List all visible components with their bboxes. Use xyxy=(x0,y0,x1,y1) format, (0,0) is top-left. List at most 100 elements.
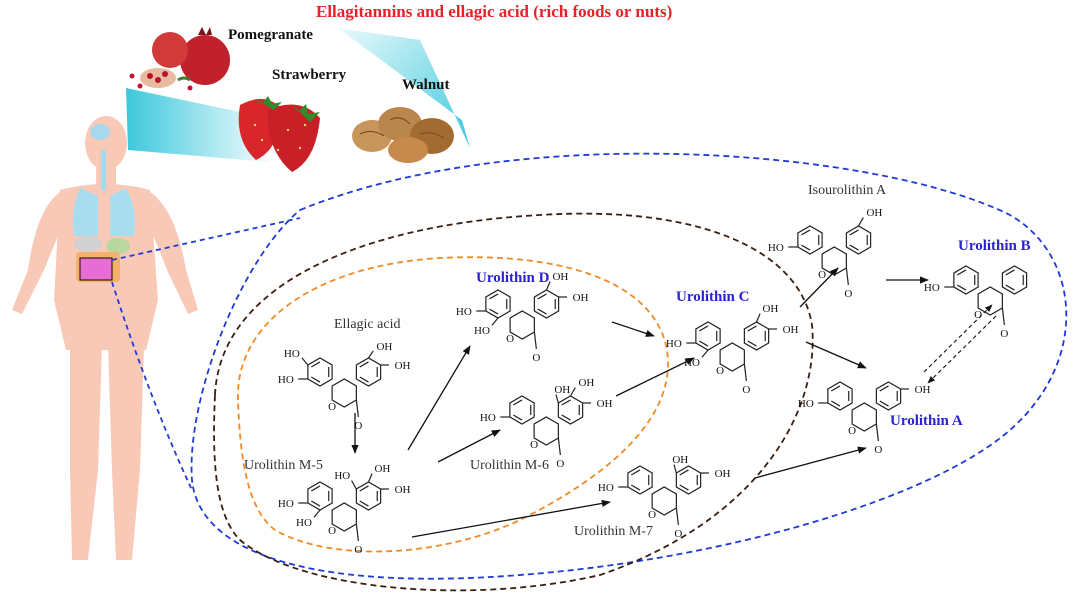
urolithin-m5-oh-bond xyxy=(313,509,321,518)
ellagic-acid-ring-oxygen: O xyxy=(328,401,336,413)
isourolithin-a-hydroxyl: OH xyxy=(866,207,882,219)
urolithin-d-hydroxyl: OH xyxy=(552,271,568,283)
aromatic-bond xyxy=(537,308,547,315)
urolithin-c-oh-bond xyxy=(755,313,761,323)
urolithin-m5-carbonyl-bond xyxy=(355,523,359,542)
aromatic-bond xyxy=(698,340,709,347)
arrow-b-to-a xyxy=(927,315,997,384)
arrow-a-to-b xyxy=(923,304,993,373)
urolithin-a-hydroxyl: HO xyxy=(798,398,814,410)
urolithin-m6-label: Urolithin M-6 xyxy=(470,458,549,473)
urolithin-m5-oh-bond xyxy=(367,473,373,483)
urolithin-m7-label: Urolithin M-7 xyxy=(574,524,653,539)
aromatic-bond xyxy=(512,414,523,421)
isourolithin-a-label: Isourolithin A xyxy=(808,183,887,198)
urolithin-m6-hydroxyl: OH xyxy=(578,377,594,389)
isourolithin-a-ring-oxygen: O xyxy=(818,269,826,281)
arrow-d-to-c xyxy=(611,321,655,337)
urolithin-m7-carbonyl-oxygen: O xyxy=(674,528,682,540)
arrow-c-to-isoa xyxy=(799,267,839,308)
strawberry-label: Strawberry xyxy=(272,67,347,83)
aromatic-bond xyxy=(849,229,859,236)
urolithin-d-oh-bond xyxy=(491,317,499,326)
urolithin-b-carbonyl-bond xyxy=(1001,307,1005,326)
aromatic-bond xyxy=(537,293,547,300)
urolithin-m6-oh-bond xyxy=(569,387,576,397)
walnut-image xyxy=(352,107,454,163)
aromatic-bond xyxy=(310,361,321,368)
urolithin-m5-oh-bond xyxy=(351,480,357,490)
urolithin-m6-ring-oxygen: O xyxy=(530,439,538,451)
aromatic-bond xyxy=(488,308,499,315)
cyan-beam-right xyxy=(338,28,470,148)
diagram-title: Ellagitannins and ellagic acid (rich foo… xyxy=(316,2,673,21)
arrow-c-to-a xyxy=(805,341,867,369)
aromatic-bond xyxy=(310,500,321,507)
urolithin-a-label: Urolithin A xyxy=(890,413,963,429)
urolithin-b-carbonyl-oxygen: O xyxy=(1000,328,1008,340)
pomegranate-label: Pomegranate xyxy=(228,27,313,43)
aromatic-bond xyxy=(359,376,369,383)
urolithin-b-ring-oxygen: O xyxy=(974,309,982,321)
connector-lower xyxy=(111,281,193,491)
aromatic-bond xyxy=(879,385,889,392)
aromatic-bond xyxy=(630,469,641,476)
intestine-highlight xyxy=(79,257,113,281)
arrow-m7-to-a xyxy=(754,446,867,479)
urolithin-m6-hydroxyl: OH xyxy=(554,384,570,396)
urolithin-a-ring-oxygen: O xyxy=(848,425,856,437)
urolithin-d-hydroxyl: HO xyxy=(456,306,472,318)
urolithin-m6-oh-bond xyxy=(555,394,559,404)
urolithin-m7-hydroxyl: OH xyxy=(672,454,688,466)
aromatic-bond xyxy=(800,229,811,236)
ellagic-acid-hydroxyl: HO xyxy=(278,374,294,386)
urolithin-m7-ring-oxygen: O xyxy=(648,509,656,521)
ellagic-acid-hydroxyl: OH xyxy=(395,360,411,372)
aromatic-bond xyxy=(747,340,757,347)
isourolithin-a-carbonyl-oxygen: O xyxy=(844,288,852,300)
aromatic-bond xyxy=(630,484,641,491)
aromatic-bond xyxy=(830,385,841,392)
urolithin-m7-oh-bond xyxy=(673,464,677,474)
urolithin-c-carbonyl-bond xyxy=(743,363,747,382)
aromatic-bond xyxy=(488,293,499,300)
aromatic-bond xyxy=(956,269,967,276)
urolithin-c-label: Urolithin C xyxy=(676,289,750,305)
urolithin-c-hydroxyl: OH xyxy=(783,324,799,336)
aromatic-bond xyxy=(1005,284,1015,291)
urolithin-m5-hydroxyl: HO xyxy=(278,498,294,510)
urolithin-c-carbonyl-oxygen: O xyxy=(742,384,750,396)
urolithin-m5-hydroxyl: OH xyxy=(374,463,390,475)
urolithin-m7-hydroxyl: HO xyxy=(598,482,614,494)
aromatic-bond xyxy=(359,500,369,507)
aromatic-bond xyxy=(359,485,369,492)
urolithin-m6-hydroxyl: HO xyxy=(480,412,496,424)
urolithin-c-hydroxyl: HO xyxy=(666,338,682,350)
aromatic-bond xyxy=(1005,269,1015,276)
molecule-structures: OOHOHOOHOHOOHOHOOHOHHOOOHOHOOHOHOOHOOHOH… xyxy=(278,207,1028,556)
urolithin-d-hydroxyl: HO xyxy=(474,325,490,337)
urolithin-m6-carbonyl-bond xyxy=(557,437,561,456)
urolithin-c-hydroxyl: OH xyxy=(762,303,778,315)
urolithin-c-ring-oxygen: O xyxy=(716,365,724,377)
aromatic-bond xyxy=(830,400,841,407)
aromatic-bond xyxy=(679,469,689,476)
pomegranate-image xyxy=(129,27,230,91)
outer-blue-loop xyxy=(190,152,1068,580)
urolithin-m7-ring xyxy=(675,465,702,495)
urolithin-m5-ring-oxygen: O xyxy=(328,525,336,537)
urolithin-m5-hydroxyl: HO xyxy=(296,517,312,529)
ellagic-acid-carbonyl-oxygen: O xyxy=(354,420,362,432)
arrow-m5-to-m7 xyxy=(411,499,611,538)
arrow-m5-to-d xyxy=(407,345,471,451)
arrow-m5-to-m6 xyxy=(437,429,501,463)
aromatic-bond xyxy=(310,485,321,492)
ellagic-acid-oh-bond xyxy=(367,350,374,359)
aromatic-bond xyxy=(310,376,321,383)
middle-brown-loop xyxy=(213,212,814,592)
urolithin-d-oh-bond xyxy=(545,281,551,291)
urolithin-c-oh-bond xyxy=(701,349,709,358)
urolithin-b-ring xyxy=(1001,265,1028,295)
